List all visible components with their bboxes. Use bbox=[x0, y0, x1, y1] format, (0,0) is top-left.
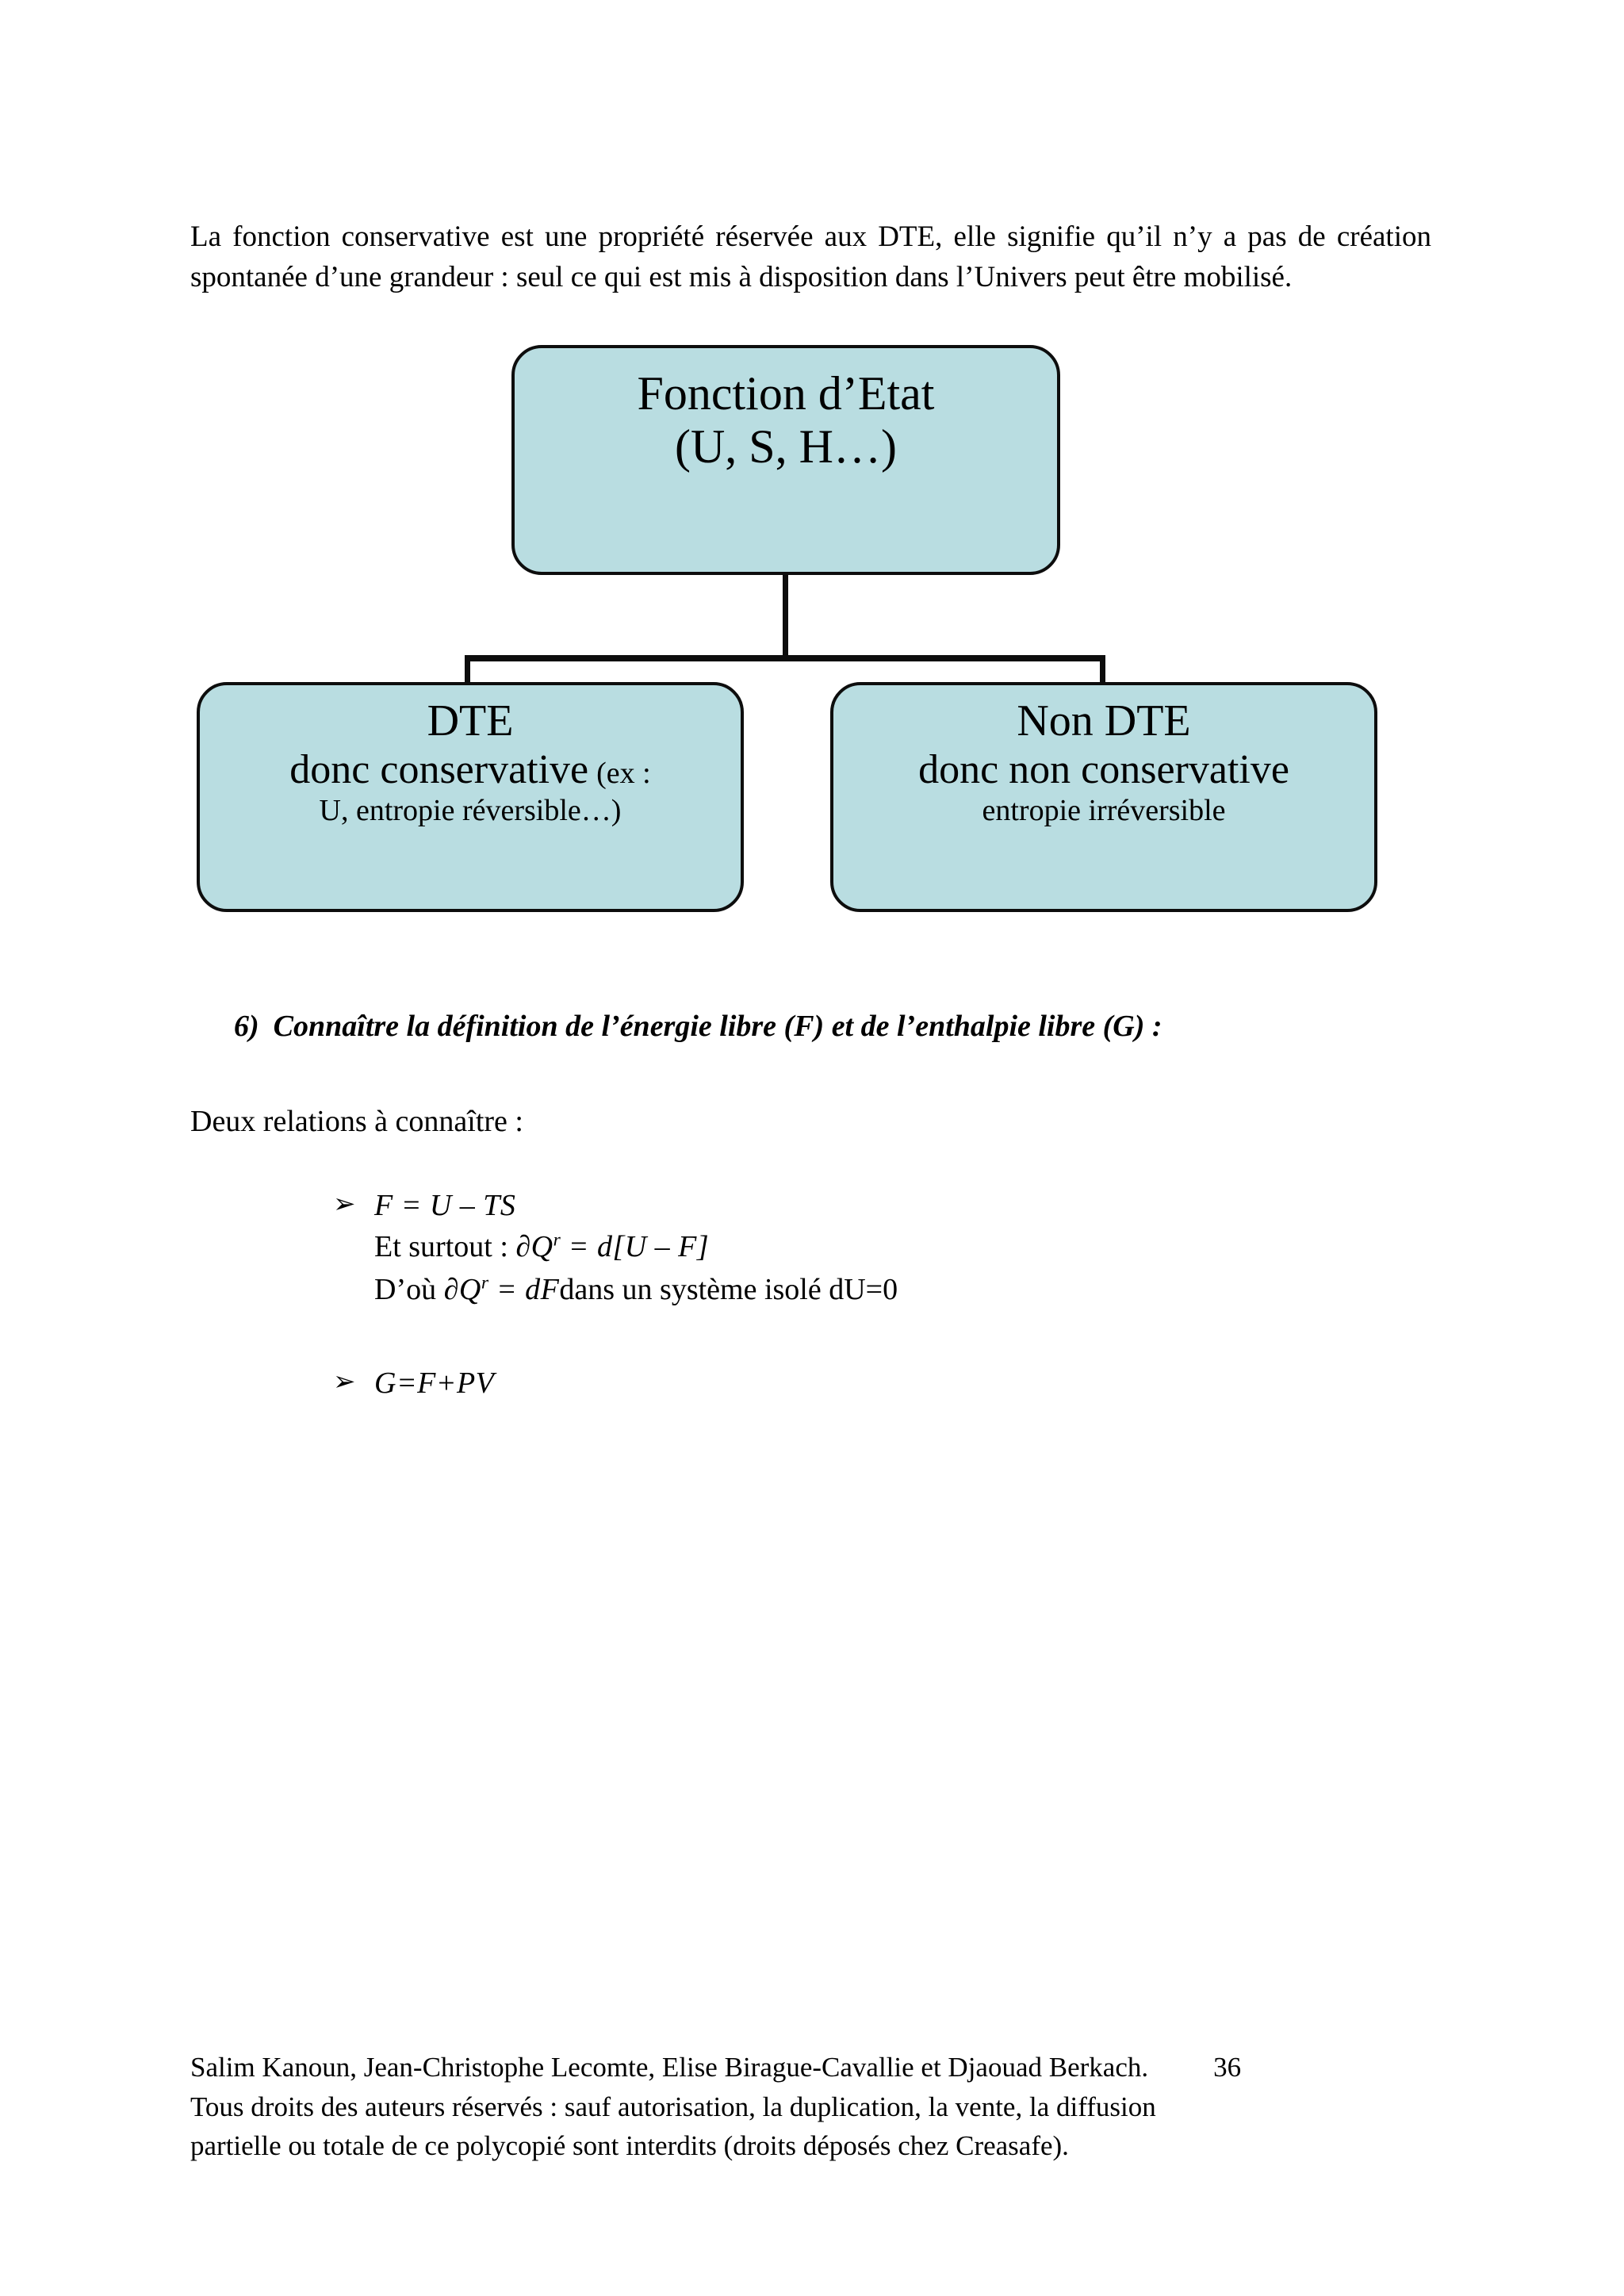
node-dte-subtitle-note: (ex : bbox=[596, 756, 651, 790]
bullet-arrow-icon: ➢ bbox=[333, 1188, 356, 1220]
node-non-dte-subtitle: donc non conservative bbox=[918, 746, 1289, 792]
section-lead-text: Deux relations à connaître : bbox=[190, 1105, 523, 1138]
line-dou-tail: dans un système isolé dU=0 bbox=[559, 1273, 898, 1307]
state-function-flowchart: Fonction d’Etat (U, S, H…) DTE donc cons… bbox=[0, 0, 1624, 952]
label-et-surtout: Et surtout : bbox=[374, 1230, 516, 1264]
connector-drop-left bbox=[465, 655, 470, 685]
bullet-row-formula-2: ➢ G=F+PV bbox=[333, 1363, 1047, 1404]
formula-dq-r2-superscript: r bbox=[481, 1272, 489, 1294]
section-heading-text: Connaître la définition de l’énergie lib… bbox=[273, 1010, 1162, 1043]
footer-authors: Salim Kanoun, Jean-Christophe Lecomte, E… bbox=[190, 2052, 1149, 2083]
page-footer: Salim Kanoun, Jean-Christophe Lecomte, E… bbox=[190, 2048, 1443, 2166]
node-dte-title: DTE bbox=[427, 696, 514, 746]
footer-rights-line-2: partielle ou totale de ce polycopié sont… bbox=[190, 2130, 1069, 2162]
node-non-dte-detail: entropie irréversible bbox=[982, 794, 1226, 828]
formula-dq-r2-rhs: = dF bbox=[488, 1273, 560, 1307]
line-et-surtout: Et surtout : ∂Qr = d[U – F] bbox=[374, 1226, 1285, 1269]
bullet-item-2: ➢ G=F+PV bbox=[333, 1363, 1047, 1404]
formula-g-equals-f-plus-pv: G=F+PV bbox=[374, 1366, 495, 1400]
connector-stem bbox=[783, 573, 788, 660]
node-dte-subtitle-row: donc conservative (ex : bbox=[289, 747, 650, 793]
node-root-line1: Fonction d’Etat bbox=[637, 367, 935, 420]
flowchart-node-dte[interactable]: DTE donc conservative (ex : U, entropie … bbox=[197, 682, 744, 912]
formula-dq-r-superscript: r bbox=[553, 1229, 561, 1251]
section-number: 6) bbox=[234, 1010, 259, 1043]
connector-drop-right bbox=[1100, 655, 1105, 685]
node-dte-detail: U, entropie réversible…) bbox=[319, 794, 622, 828]
node-non-dte-title: Non DTE bbox=[1017, 696, 1191, 746]
connector-horizontal-bar bbox=[465, 655, 1105, 661]
bullet-row-formula-1: ➢ F = U – TS bbox=[333, 1185, 1285, 1226]
footer-rights-line-1: Tous droits des auteurs réservés : sauf … bbox=[190, 2091, 1156, 2122]
intro-paragraph: La fonction conservative est une proprié… bbox=[190, 220, 1431, 294]
page-number: 36 bbox=[1213, 2052, 1242, 2083]
formula-f-equals-u-minus-ts: F = U – TS bbox=[374, 1189, 516, 1222]
bullet-item-1: ➢ F = U – TS Et surtout : ∂Qr = d[U – F]… bbox=[333, 1185, 1285, 1312]
line-dou: D’où ∂Qr = dFdans un système isolé dU=0 bbox=[374, 1269, 1285, 1312]
label-dou: D’où bbox=[374, 1273, 444, 1307]
node-root-line2: (U, S, H…) bbox=[675, 420, 897, 473]
formula-dq-r-lhs: ∂Q bbox=[515, 1230, 553, 1264]
flowchart-node-root[interactable]: Fonction d’Etat (U, S, H…) bbox=[511, 345, 1060, 575]
formula-dq-r-rhs: = d[U – F] bbox=[560, 1230, 710, 1264]
footer-line-authors: Salim Kanoun, Jean-Christophe Lecomte, E… bbox=[190, 2048, 1443, 2087]
flowchart-node-non-dte[interactable]: Non DTE donc non conservative entropie i… bbox=[830, 682, 1377, 912]
bullet-arrow-icon: ➢ bbox=[333, 1366, 356, 1397]
formula-dq-r2-lhs: ∂Q bbox=[443, 1273, 481, 1307]
node-dte-subtitle: donc conservative bbox=[289, 746, 589, 792]
section-heading: 6) Connaître la définition de l’énergie l… bbox=[234, 1009, 1162, 1044]
